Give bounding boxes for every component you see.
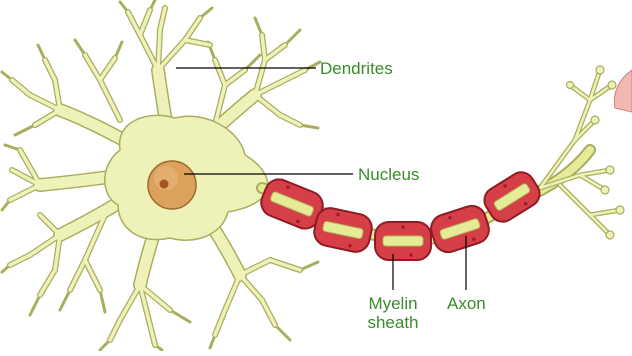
label-dendrites: Dendrites xyxy=(320,59,393,78)
myelin-segment xyxy=(427,202,492,255)
label-myelin-line1: Myelin xyxy=(358,294,428,313)
label-myelin-sheath: Myelin sheath xyxy=(358,294,428,332)
axon-terminals xyxy=(540,70,620,235)
synapse-tip xyxy=(614,70,632,112)
myelin-segment xyxy=(375,222,431,260)
label-axon: Axon xyxy=(447,294,486,313)
nucleolus xyxy=(160,180,169,189)
myelin-segment xyxy=(312,206,375,255)
label-nucleus: Nucleus xyxy=(358,165,419,184)
label-myelin-line2: sheath xyxy=(358,313,428,332)
